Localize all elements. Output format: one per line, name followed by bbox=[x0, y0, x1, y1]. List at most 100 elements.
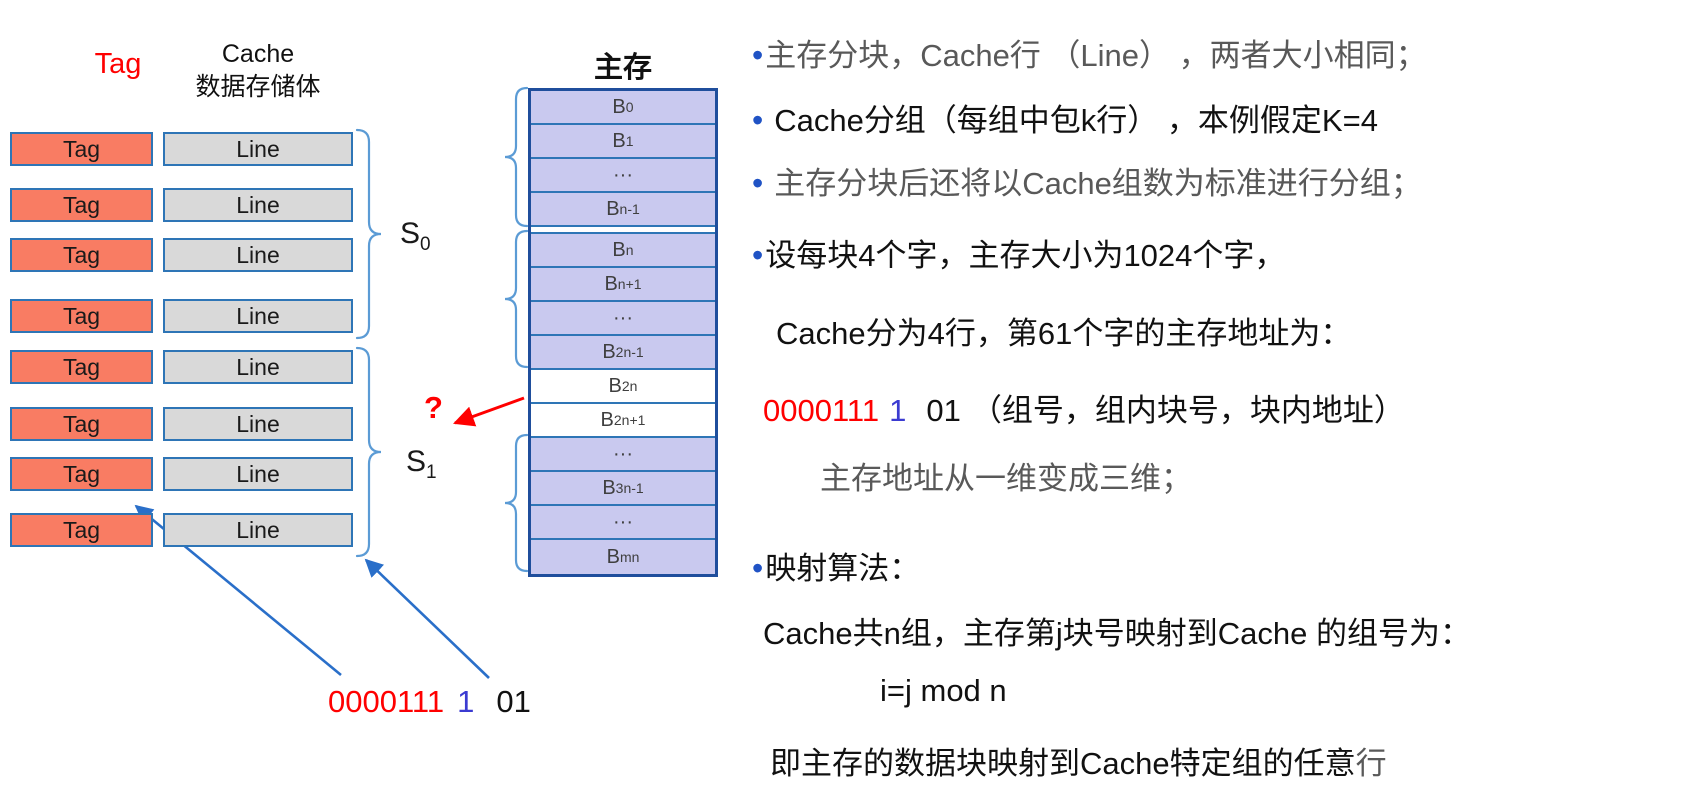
set-s1-name: S bbox=[406, 445, 427, 478]
set-s0-name: S bbox=[400, 217, 421, 250]
cache-line-cell: Line bbox=[163, 132, 353, 166]
note-text: Cache分为4行，第61个字的主存地址为： bbox=[776, 316, 1352, 351]
memory-block-ellipsis: ··· bbox=[531, 302, 715, 336]
cache-line-cell: Line bbox=[163, 238, 353, 272]
set-label-s1: S1 bbox=[406, 445, 437, 484]
block-base: B bbox=[612, 129, 626, 152]
block-base: B bbox=[606, 545, 620, 568]
bullet-icon: • bbox=[752, 237, 764, 273]
note-line-6-address: 0000111 1 01 （组号，组内块号，块内地址） bbox=[763, 385, 1405, 430]
note-line-10-formula: i=j mod n bbox=[880, 673, 1007, 709]
cache-line-cell: Line bbox=[163, 188, 353, 222]
set-label-s0: S0 bbox=[400, 217, 431, 256]
address-bits-bottom: 0000111 1 01 bbox=[328, 684, 531, 720]
bullet-icon: • bbox=[752, 102, 764, 138]
block-base: B bbox=[600, 408, 614, 431]
cache-tag-cell: Tag bbox=[10, 350, 153, 384]
block-base: ··· bbox=[613, 306, 633, 329]
note-text: Cache共n组，主存第j块号映射到Cache 的组号为： bbox=[763, 616, 1471, 651]
set-s0-sub: 0 bbox=[420, 234, 431, 255]
block-base: ··· bbox=[613, 510, 633, 533]
block-base: B bbox=[612, 238, 626, 261]
note-line-1: •主存分块，Cache行 （Line） ，两者大小相同； bbox=[752, 30, 1427, 75]
brace-memory-group2 bbox=[504, 229, 529, 369]
address-legend: （组号，组内块号，块内地址） bbox=[970, 393, 1405, 428]
note-line-3: • 主存分块后还将以Cache组数为标准进行分组； bbox=[752, 158, 1422, 203]
block-sub: 2n+1 bbox=[613, 412, 646, 428]
note-line-9: Cache共n组，主存第j块号映射到Cache 的组号为： bbox=[763, 608, 1471, 653]
block-base: ··· bbox=[613, 442, 633, 465]
memory-block-ellipsis: ··· bbox=[531, 438, 715, 472]
brace-memory-group1 bbox=[504, 86, 529, 228]
tag-column-header: Tag bbox=[94, 48, 142, 80]
block-sub: 2n-1 bbox=[615, 344, 644, 360]
note-text: 设每块4个字，主存大小为1024个字， bbox=[765, 238, 1286, 273]
memory-block-ellipsis: ··· bbox=[531, 506, 715, 540]
block-base: B bbox=[608, 374, 622, 397]
block-base: ··· bbox=[613, 163, 633, 186]
block-sub: n+1 bbox=[617, 276, 642, 292]
block-sub: 2n bbox=[621, 378, 638, 394]
formula-text: i=j mod n bbox=[880, 673, 1007, 708]
block-sub: 1 bbox=[625, 133, 634, 149]
note-text: 主存分块后还将以Cache组数为标准进行分组； bbox=[774, 166, 1422, 201]
address-word-bits: 01 bbox=[926, 393, 961, 428]
brace-set-s0 bbox=[355, 128, 382, 340]
note-text: 主存分块，Cache行 （Line） ，两者大小相同； bbox=[765, 38, 1427, 73]
block-sub: 0 bbox=[625, 99, 634, 115]
arrow-address-to-set bbox=[364, 558, 490, 679]
cache-tag-cell: Tag bbox=[10, 299, 153, 333]
note-text: 主存地址从一维变成三维； bbox=[820, 461, 1192, 496]
cache-line-cell: Line bbox=[163, 457, 353, 491]
cache-header-line2: 数据存储体 bbox=[195, 73, 321, 101]
note-text: 即主存的数据块映射到Cache特定组的任意 bbox=[770, 746, 1356, 781]
set-s1-sub: 1 bbox=[426, 462, 437, 483]
note-line-8: •映射算法： bbox=[752, 543, 920, 588]
block-base: B bbox=[602, 476, 616, 499]
cache-header-line1: Cache bbox=[221, 40, 295, 68]
brace-memory-group3 bbox=[504, 433, 529, 573]
note-line-5: Cache分为4行，第61个字的主存地址为： bbox=[776, 308, 1351, 353]
bullet-icon: • bbox=[752, 550, 764, 586]
block-sub: n bbox=[625, 242, 634, 258]
note-line-2: • Cache分组（每组中包k行） ，本例假定K=4 bbox=[752, 95, 1378, 140]
bullet-icon: • bbox=[752, 165, 764, 201]
address-group-bits: 0000111 bbox=[763, 393, 880, 428]
cache-line-cell: Line bbox=[163, 407, 353, 441]
cache-column-header: Cache 数据存储体 bbox=[163, 38, 353, 104]
note-text: Cache分组（每组中包k行） ，本例假定K=4 bbox=[774, 103, 1378, 138]
note-line-7: 主存地址从一维变成三维； bbox=[820, 453, 1192, 498]
block-sub: 3n-1 bbox=[615, 480, 644, 496]
address-block-bits: 1 bbox=[457, 684, 475, 719]
cache-line-cell: Line bbox=[163, 350, 353, 384]
cache-tag-cell: Tag bbox=[10, 457, 153, 491]
block-base: B bbox=[604, 272, 618, 295]
address-group-bits: 0000111 bbox=[328, 684, 445, 719]
note-line-11: 即主存的数据块映射到Cache特定组的任意行 bbox=[770, 738, 1387, 783]
cache-tag-cell: Tag bbox=[10, 238, 153, 272]
cache-line-cell: Line bbox=[163, 513, 353, 547]
brace-set-s1 bbox=[355, 346, 382, 558]
note-line-4: •设每块4个字，主存大小为1024个字， bbox=[752, 230, 1285, 275]
memory-block-ellipsis: ··· bbox=[531, 159, 715, 193]
memory-group-divider bbox=[531, 227, 715, 234]
memory-title: 主存 bbox=[593, 52, 652, 84]
block-base: B bbox=[602, 340, 616, 363]
bullet-icon: • bbox=[752, 37, 764, 73]
address-block-bits: 1 bbox=[889, 393, 907, 428]
address-word-bits: 01 bbox=[496, 684, 531, 719]
cache-line-cell: Line bbox=[163, 299, 353, 333]
cache-tag-cell: Tag bbox=[10, 188, 153, 222]
cache-tag-cell: Tag bbox=[10, 132, 153, 166]
